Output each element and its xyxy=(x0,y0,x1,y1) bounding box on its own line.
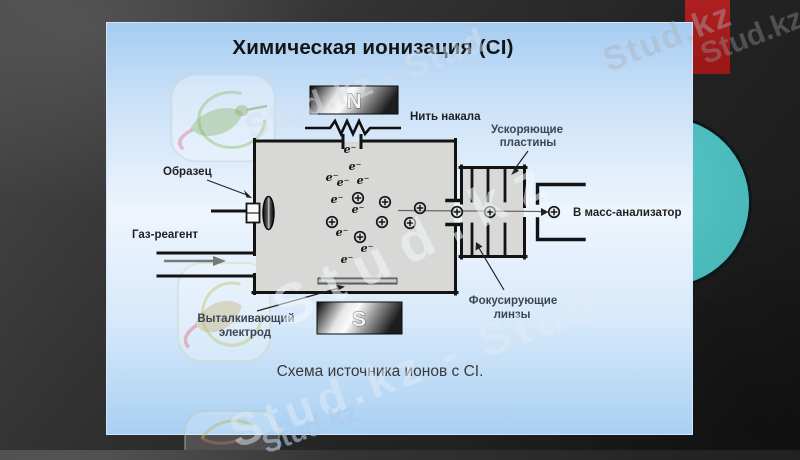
magnet-s: S xyxy=(316,301,403,335)
electron-symbol: e⁻ xyxy=(341,253,354,266)
positive-ion-symbol xyxy=(378,195,392,209)
positive-ion-symbol xyxy=(325,215,339,229)
electron-symbol: e⁻ xyxy=(361,242,374,255)
positive-ion-symbol xyxy=(483,205,497,219)
repeller-label: Выталкивающий xyxy=(197,313,294,325)
accelerating-plates-label: пластины xyxy=(500,137,557,149)
mass-analyzer-label: В масс-анализатор xyxy=(573,207,681,219)
electron-symbol: e⁻ xyxy=(357,174,370,187)
electron-symbol: e⁻ xyxy=(337,176,350,189)
sample-probe xyxy=(211,195,275,231)
beam-arrow xyxy=(541,208,549,216)
slide-title: Химическая ионизация (CI) xyxy=(232,36,514,59)
focusing-lenses-label: линзы xyxy=(494,309,531,321)
electron-symbol: e⁻ xyxy=(344,143,357,156)
positive-ion-symbol xyxy=(351,191,365,205)
positive-ion-symbol xyxy=(547,205,561,219)
sample-label: Образец xyxy=(163,166,212,178)
electron-slit-plates xyxy=(341,134,363,149)
positive-ion-symbol xyxy=(403,216,417,230)
positive-ion-symbol xyxy=(413,201,427,215)
repeller-electrode xyxy=(317,277,398,285)
ionization-chamber xyxy=(251,134,467,296)
focusing-lenses-label: Фокусирующие xyxy=(469,295,557,307)
gas-inlet xyxy=(156,251,255,278)
electron-symbol: e⁻ xyxy=(331,193,344,206)
positive-ion-symbol xyxy=(353,230,367,244)
positive-ion-symbol xyxy=(375,215,389,229)
magnet-s-label: S xyxy=(352,308,366,331)
electron-symbol: e⁻ xyxy=(336,226,349,239)
positive-ion-symbol xyxy=(450,205,464,219)
filament-label: Нить накала xyxy=(410,111,481,123)
gas-inlet-label: Газ-реагент xyxy=(132,229,198,241)
gas-flow-arrow xyxy=(213,256,226,266)
electron-symbol: e⁻ xyxy=(326,171,339,184)
particles-layer: e⁻e⁻e⁻e⁻e⁻e⁻e⁻e⁻e⁻e⁻ xyxy=(325,143,561,266)
slide-caption: Схема источника ионов с CI. xyxy=(276,363,484,380)
repeller-label: электрод xyxy=(219,327,272,339)
electron-symbol: e⁻ xyxy=(352,203,365,216)
magnet-n-label: N xyxy=(346,90,361,113)
filament xyxy=(305,117,401,138)
accelerating-plates-label: Ускоряющие xyxy=(491,124,563,136)
mass-analyzer-entrance xyxy=(535,182,586,242)
electron-symbol: e⁻ xyxy=(349,160,362,173)
magnet-n: N xyxy=(309,85,399,115)
ion-source-schematic: N S Нить накала Ускоряющие пл xyxy=(132,85,681,339)
